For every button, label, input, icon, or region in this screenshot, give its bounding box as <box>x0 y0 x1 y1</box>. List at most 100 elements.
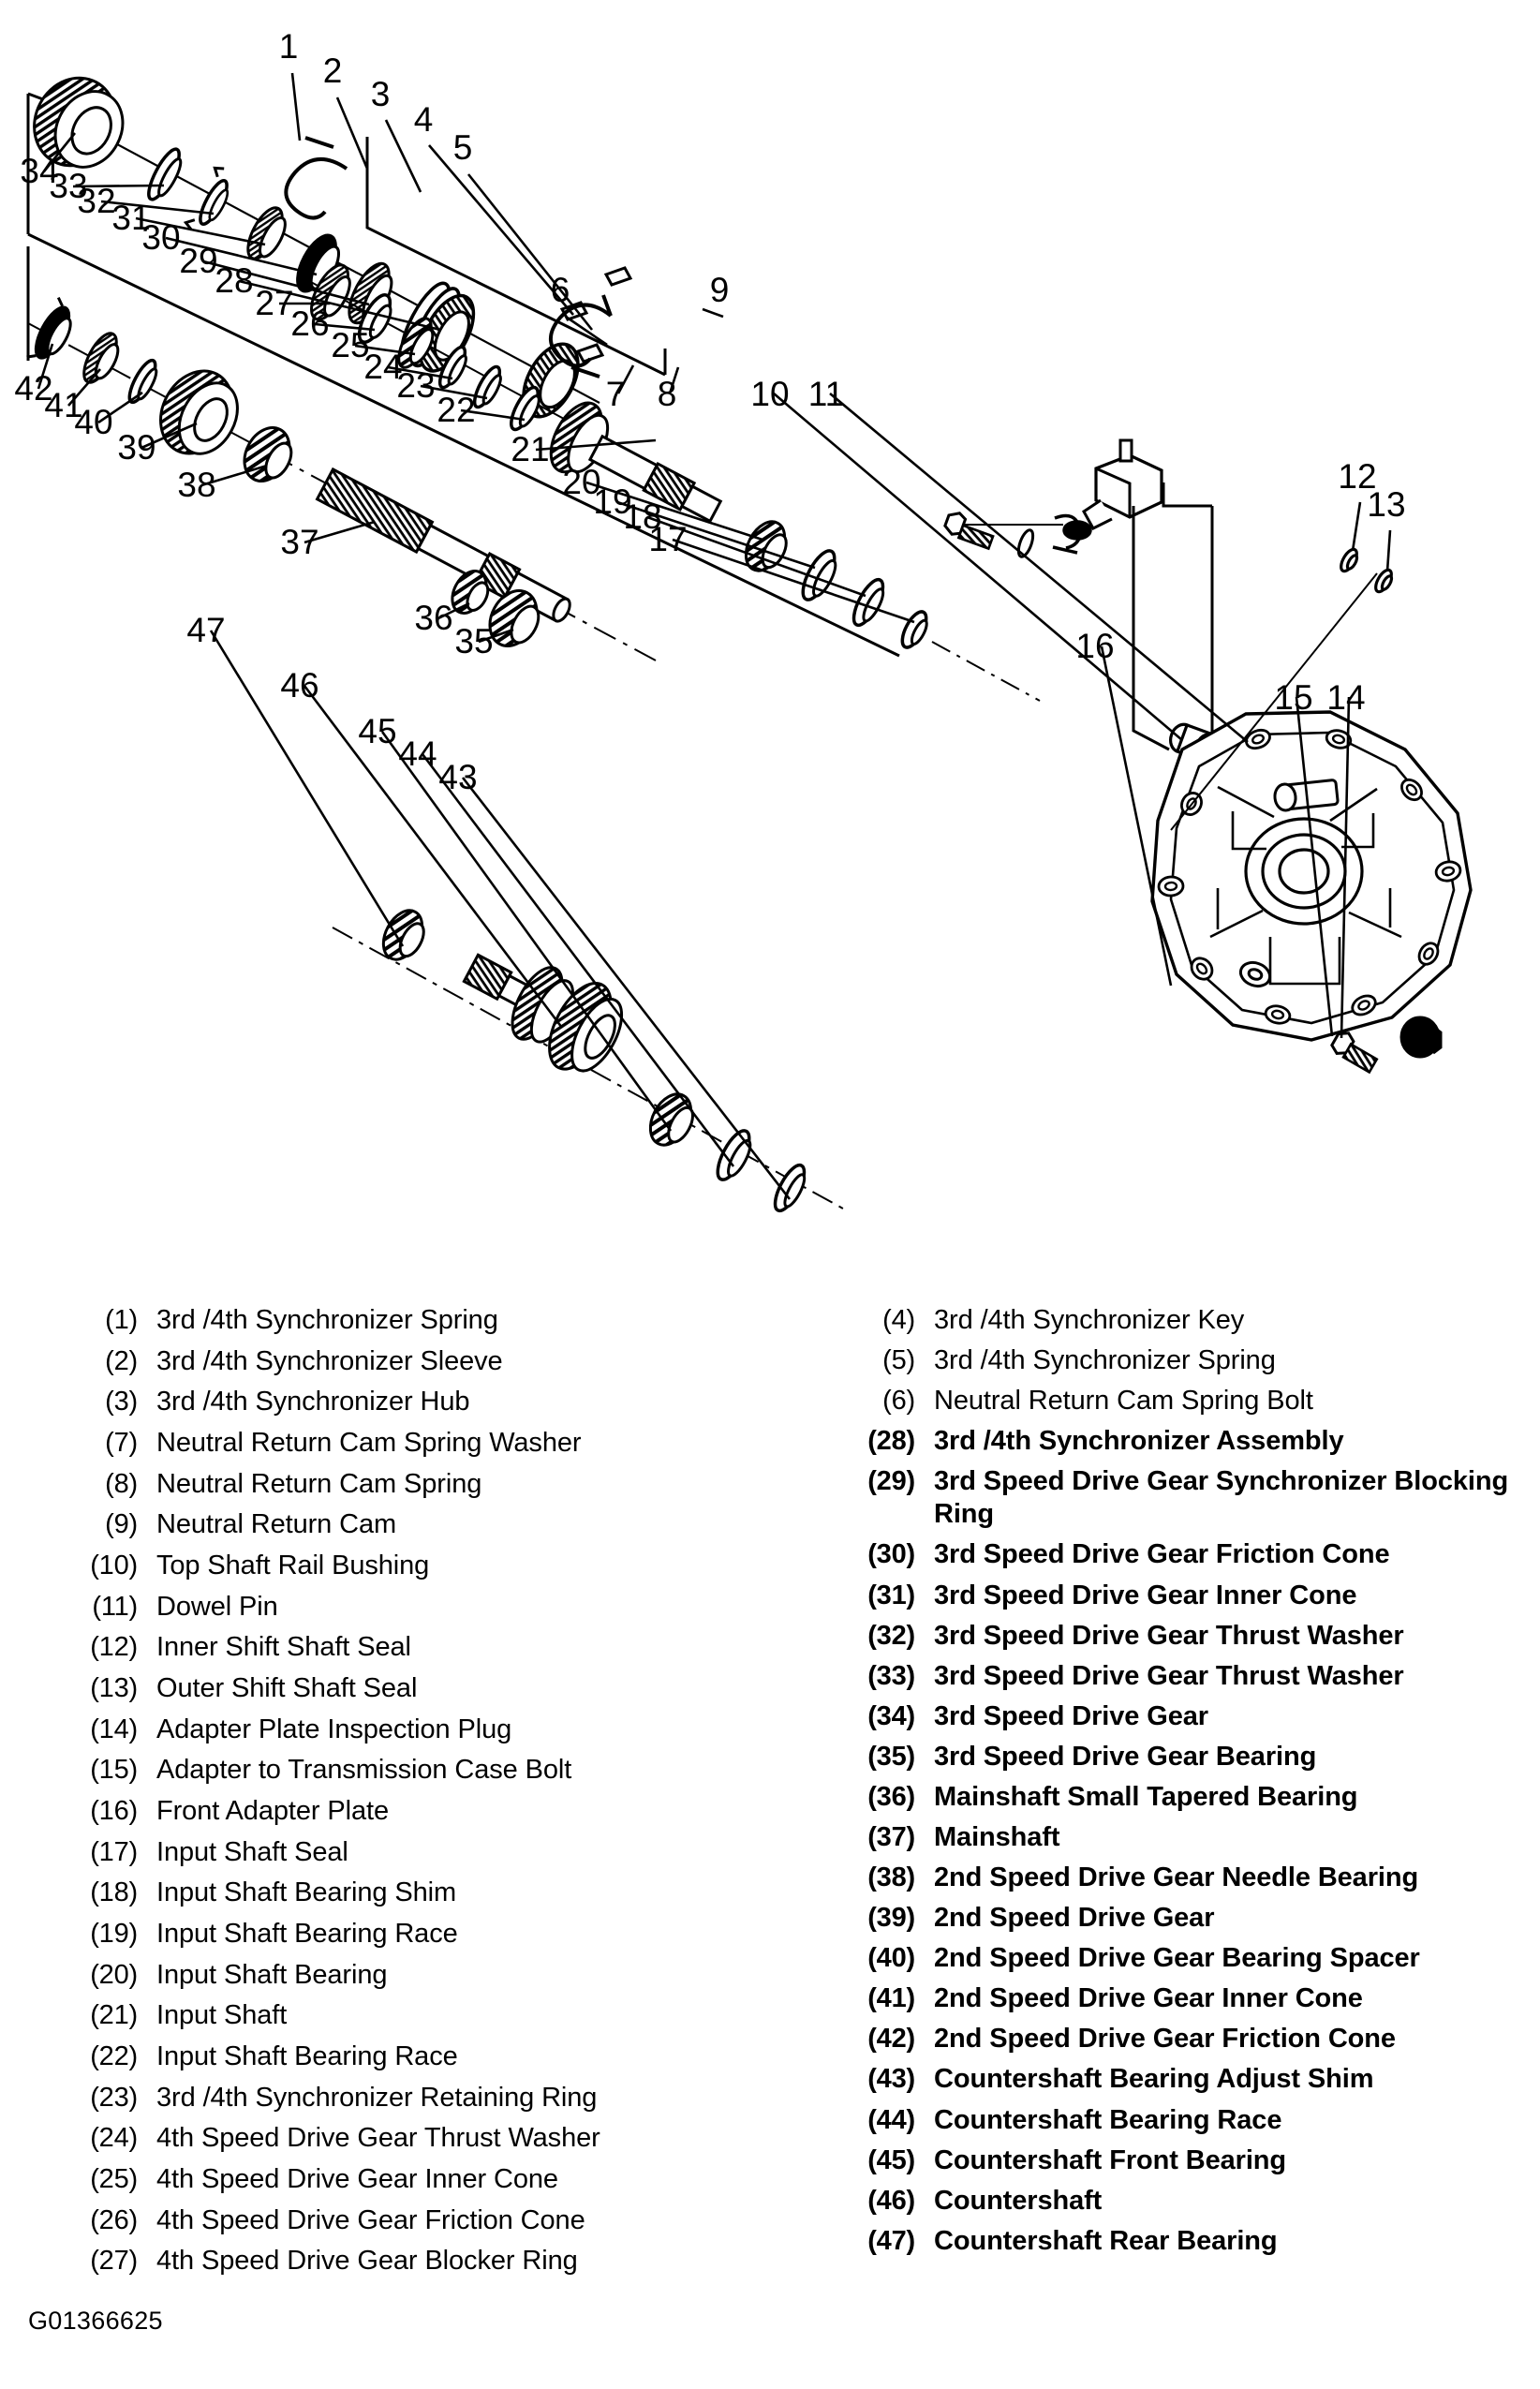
legend-column-left: (1)3rd /4th Synchronizer Spring (2)3rd /4… <box>52 1304 792 2286</box>
part-neutral-return-cam-spring-bolt <box>943 512 995 551</box>
callout-number-42: 42 <box>14 369 52 408</box>
callout-number-44: 44 <box>398 735 437 773</box>
legend-item-number: (32) <box>867 1620 915 1651</box>
legend-item-number: (39) <box>867 1903 915 1934</box>
legend-item-label: Front Adapter Plate <box>156 1796 389 1827</box>
legend-item-number: (23) <box>90 2082 138 2113</box>
assembly-neutral-return-cam <box>943 438 1214 751</box>
legend-item-number: (10) <box>90 1551 138 1581</box>
legend-item-label: 2nd Speed Drive Gear Inner Cone <box>934 1983 1363 2014</box>
part-inner-shift-shaft-seal <box>1340 547 1359 573</box>
legend-item: (2)3rd /4th Synchronizer Sleeve <box>52 1345 792 1378</box>
legend-item-label: Neutral Return Cam <box>156 1509 397 1540</box>
legend-item: (25)4th Speed Drive Gear Inner Cone <box>52 2163 792 2196</box>
legend-item: (28)3rd /4th Synchronizer Assembly <box>829 1425 1522 1458</box>
callout-number-6: 6 <box>551 271 570 309</box>
legend-item: (31)3rd Speed Drive Gear Inner Cone <box>829 1580 1522 1612</box>
legend-item-number: (16) <box>90 1796 138 1827</box>
part-adapter-plate-inspection-plug <box>1399 1016 1443 1059</box>
legend-item-label: 2nd Speed Drive Gear <box>934 1903 1215 1934</box>
callout-number-2: 2 <box>323 52 343 90</box>
legend-item: (15)Adapter to Transmission Case Bolt <box>52 1754 792 1787</box>
callout-number-20: 20 <box>562 463 600 501</box>
part-input-shaft-bearing <box>744 520 788 572</box>
callout-number-26: 26 <box>290 304 329 343</box>
legend-item-label: 2nd Speed Drive Gear Needle Bearing <box>934 1862 1419 1893</box>
part-3rd-gear-thrust-washer-33 <box>147 147 183 201</box>
legend-item-label: 3rd Speed Drive Gear Synchronizer Blocki… <box>934 1466 1509 1530</box>
part-2nd-speed-drive-gear <box>159 369 239 455</box>
legend-column-right: (4)3rd /4th Synchronizer Key(5)3rd /4th … <box>829 1304 1522 2265</box>
callout-number-47: 47 <box>186 611 225 649</box>
part-2nd-gear-needle-bearing <box>243 426 293 482</box>
callout-number-18: 18 <box>623 497 661 536</box>
legend-item-label: Countershaft Rear Bearing <box>934 2225 1278 2256</box>
assembly-row-input-shaft <box>26 296 657 661</box>
part-input-shaft <box>549 401 723 524</box>
legend-item-label: Adapter Plate Inspection Plug <box>156 1714 512 1744</box>
legend-item-label: Neutral Return Cam Spring Bolt <box>934 1386 1313 1417</box>
part-4th-gear-inner-cone <box>397 317 435 369</box>
legend-item-label: Input Shaft Seal <box>156 1836 348 1867</box>
legend-item-number: (1) <box>105 1305 138 1335</box>
legend-item-number: (9) <box>105 1509 138 1540</box>
callout-number-14: 14 <box>1326 678 1365 717</box>
legend-item-label: Outer Shift Shaft Seal <box>156 1673 418 1704</box>
diagram-linework <box>26 72 1473 1213</box>
legend-item-label: 2nd Speed Drive Gear Friction Cone <box>934 2024 1396 2055</box>
legend-item-number: (6) <box>882 1386 915 1417</box>
callout-number-13: 13 <box>1367 485 1405 524</box>
callout-number-32: 32 <box>77 182 115 220</box>
callout-number-45: 45 <box>358 712 396 750</box>
callout-number-40: 40 <box>74 403 112 441</box>
callout-number-36: 36 <box>414 599 452 637</box>
legend-item: (17)Input Shaft Seal <box>52 1836 792 1869</box>
legend-item-number: (38) <box>867 1862 915 1893</box>
legend-item-number: (31) <box>867 1580 915 1610</box>
part-4th-gear-friction-cone <box>357 292 392 345</box>
legend-item-label: Input Shaft Bearing Race <box>156 1919 458 1950</box>
part-adapter-to-case-bolt <box>1330 1031 1379 1075</box>
legend-item: (34)3rd Speed Drive Gear <box>829 1700 1522 1733</box>
legend-item: (22)Input Shaft Bearing Race <box>52 2040 792 2073</box>
legend-item-number: (29) <box>867 1466 915 1497</box>
legend-item-number: (7) <box>105 1428 138 1459</box>
part-neutral-return-cam <box>1082 438 1163 530</box>
legend-item: (13) Outer Shift Shaft Seal <box>52 1672 792 1705</box>
legend-item-label: 2nd Speed Drive Gear Bearing Spacer <box>934 1943 1420 1974</box>
legend-item: (43)Countershaft Bearing Adjust Shim <box>829 2063 1522 2096</box>
legend-item-number: (42) <box>867 2024 915 2055</box>
legend-item: (26)4th Speed Drive Gear Friction Cone <box>52 2204 792 2237</box>
legend-item-number: (30) <box>867 1539 915 1570</box>
legend-item: (40)2nd Speed Drive Gear Bearing Spacer <box>829 1942 1522 1975</box>
legend-item-label: Countershaft Bearing Adjust Shim <box>934 2064 1374 2095</box>
legend-item-label: Adapter to Transmission Case Bolt <box>156 1755 572 1786</box>
legend-item: (1)3rd /4th Synchronizer Spring <box>52 1304 792 1337</box>
part-2nd-gear-friction-cone <box>26 296 72 360</box>
legend-item-number: (24) <box>90 2123 138 2154</box>
part-countershaft-rear-bearing <box>381 909 425 961</box>
legend-item-label: 3rd /4th Synchronizer Key <box>934 1305 1245 1335</box>
legend-item-label: 3rd /4th Synchronizer Hub <box>156 1387 470 1417</box>
legend-item-number: (11) <box>92 1591 138 1622</box>
legend-item-label: Inner Shift Shaft Seal <box>156 1632 411 1663</box>
legend-item-number: (13) <box>90 1673 138 1704</box>
legend-item: (8)Neutral Return Cam Spring <box>52 1468 792 1501</box>
legend-item: (11)Dowel Pin <box>52 1591 792 1624</box>
legend-item-label: Countershaft Bearing Race <box>934 2104 1282 2135</box>
callout-number-29: 29 <box>179 242 217 280</box>
part-countershaft-front-bearing <box>648 1092 694 1147</box>
legend-item-label: 3rd Speed Drive Gear Thrust Washer <box>934 1660 1404 1691</box>
legend-item-number: (8) <box>105 1468 138 1499</box>
legend-item-label: Mainshaft <box>934 1822 1060 1853</box>
part-3rd-4th-synchronizer-spring-5 <box>549 294 613 378</box>
legend-item: (33)3rd Speed Drive Gear Thrust Washer <box>829 1660 1522 1693</box>
callout-number-10: 10 <box>750 375 789 413</box>
legend-item: (35)3rd Speed Drive Gear Bearing <box>829 1741 1522 1773</box>
legend-item-number: (45) <box>867 2144 915 2175</box>
part-3rd-gear-thrust-washer-32 <box>183 166 230 231</box>
legend-item-number: (46) <box>867 2185 915 2216</box>
callout-number-4: 4 <box>414 100 434 139</box>
legend-item: (42) 2nd Speed Drive Gear Friction Cone <box>829 2023 1522 2055</box>
